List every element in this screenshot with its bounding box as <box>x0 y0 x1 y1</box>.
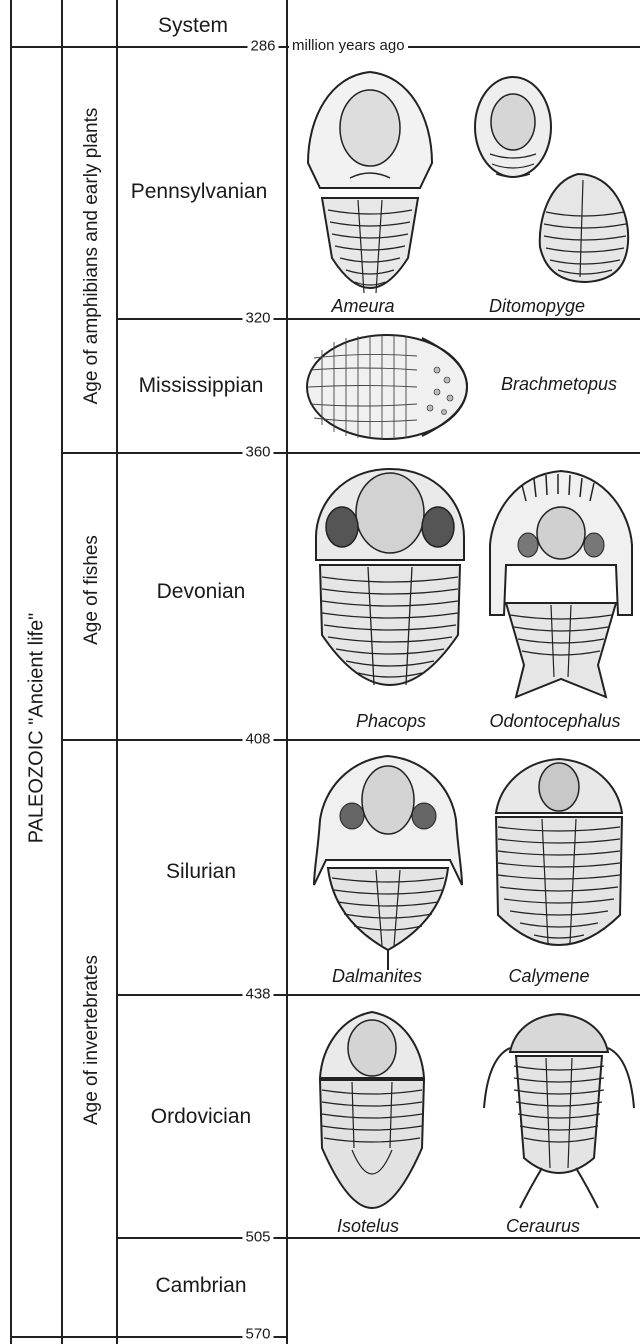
fossil-name-phacops: Phacops <box>356 711 426 732</box>
ditomopyge-illustration <box>468 72 633 297</box>
odontocephalus-illustration <box>486 465 636 705</box>
fossil-name-odontocephalus: Odontocephalus <box>489 711 620 732</box>
system-mississippian: Mississippian <box>139 374 264 398</box>
fossil-name-ameura: Ameura <box>331 296 394 317</box>
fossil-name-ceraurus: Ceraurus <box>506 1216 580 1237</box>
boundary-line-438 <box>116 994 640 996</box>
phacops-illustration <box>312 465 468 710</box>
calymene-illustration <box>490 755 628 965</box>
boundary-label-438: 438 <box>242 986 273 1003</box>
era-label: PALEOZOIC "Ancient life" <box>26 613 49 844</box>
system-column-divider <box>286 0 288 1344</box>
boundary-line-320 <box>116 318 640 320</box>
system-silurian: Silurian <box>166 860 236 884</box>
ceraurus-illustration <box>480 1008 638 1213</box>
era-column-divider <box>61 0 63 1344</box>
fossil-name-calymene: Calymene <box>508 966 589 987</box>
fossil-name-brachmetopus: Brachmetopus <box>501 374 617 395</box>
boundary-label-286: 286 <box>247 38 278 55</box>
left-border <box>10 0 12 1344</box>
system-pennsylvanian: Pennsylvanian <box>131 180 268 204</box>
dalmanites-illustration <box>312 750 464 975</box>
fossil-name-isotelus: Isotelus <box>337 1216 399 1237</box>
unit-label: million years ago <box>289 37 408 54</box>
system-devonian: Devonian <box>157 580 246 604</box>
boundary-label-408: 408 <box>242 731 273 748</box>
brachmetopus-illustration <box>302 330 472 445</box>
fossil-name-dalmanites: Dalmanites <box>332 966 422 987</box>
system-cambrian: Cambrian <box>155 1274 246 1298</box>
boundary-line-408 <box>61 739 640 741</box>
boundary-line-360 <box>61 452 640 454</box>
fossil-name-ditomopyge: Ditomopyge <box>489 296 585 317</box>
boundary-label-505: 505 <box>242 1229 273 1246</box>
age-label-amphibians: Age of amphibians and early plants <box>81 108 103 405</box>
system-ordovician: Ordovician <box>151 1105 251 1129</box>
ameura-illustration <box>300 68 440 313</box>
age-label-fishes: Age of fishes <box>81 535 103 645</box>
age-label-invertebrates: Age of invertebrates <box>81 955 103 1125</box>
isotelus-illustration <box>316 1008 428 1213</box>
boundary-label-570: 570 <box>242 1326 273 1343</box>
boundary-label-320: 320 <box>242 310 273 327</box>
boundary-line-505 <box>116 1237 640 1239</box>
boundary-label-360: 360 <box>242 444 273 461</box>
age-column-divider <box>116 0 118 1344</box>
system-header: System <box>158 14 228 38</box>
